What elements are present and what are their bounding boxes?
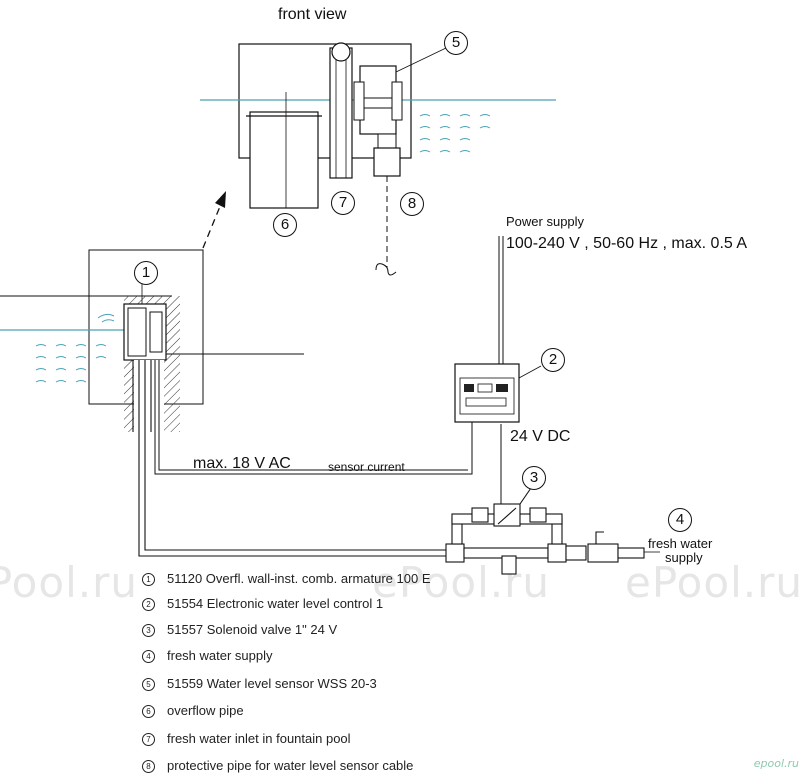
legend-number: 8 bbox=[142, 760, 155, 773]
legend-item: 6 overflow pipe bbox=[142, 703, 244, 721]
legend-item: 5 51559 Water level sensor WSS 20-3 bbox=[142, 676, 377, 694]
legend-item: 7 fresh water inlet in fountain pool bbox=[142, 731, 351, 749]
level-control-box bbox=[454, 363, 542, 423]
dc-voltage-label: 24 V DC bbox=[510, 428, 571, 445]
callout-2: 2 bbox=[541, 348, 565, 372]
legend-text: protective pipe for water level sensor c… bbox=[167, 758, 414, 773]
legend-item: 8 protective pipe for water level sensor … bbox=[142, 758, 413, 776]
fresh-water-supply-label-line1: fresh water bbox=[648, 536, 713, 551]
legend-text: 51554 Electronic water level control 1 bbox=[167, 596, 384, 611]
callout-3: 3 bbox=[522, 466, 546, 490]
callout-7: 7 bbox=[331, 191, 355, 215]
legend-number: 4 bbox=[142, 650, 155, 663]
power-supply-label: Power supply bbox=[506, 214, 585, 229]
sensor-current-label: sensor current bbox=[328, 460, 405, 474]
callout-8: 8 bbox=[400, 192, 424, 216]
power-wiring bbox=[498, 236, 504, 508]
callout-6: 6 bbox=[273, 213, 297, 237]
legend-number: 1 bbox=[142, 573, 155, 586]
ac-voltage-label: max. 18 V AC bbox=[193, 455, 291, 472]
valve-assembly bbox=[445, 487, 645, 575]
legend-number: 3 bbox=[142, 624, 155, 637]
brand-mark: epool.ru bbox=[753, 757, 799, 770]
callout-4: 4 bbox=[668, 508, 692, 532]
legend-item: 2 51554 Electronic water level control 1 bbox=[142, 596, 383, 614]
legend-text: overflow pipe bbox=[167, 703, 244, 718]
legend-number: 7 bbox=[142, 733, 155, 746]
callout-5: 5 bbox=[444, 31, 468, 55]
legend-number: 5 bbox=[142, 678, 155, 691]
legend-text: fresh water inlet in fountain pool bbox=[167, 731, 351, 746]
legend-text: 51120 Overfl. wall-inst. comb. armature … bbox=[167, 571, 431, 586]
legend-number: 6 bbox=[142, 705, 155, 718]
legend-text: 51559 Water level sensor WSS 20-3 bbox=[167, 676, 377, 691]
power-supply-spec: 100-240 V , 50-60 Hz , max. 0.5 A bbox=[506, 235, 748, 252]
legend-item: 4 fresh water supply bbox=[142, 648, 273, 666]
legend-number: 2 bbox=[142, 598, 155, 611]
supply-pipe bbox=[132, 360, 448, 557]
front-view-drawing bbox=[200, 42, 556, 276]
front-view-title: front view bbox=[278, 6, 347, 23]
legend-item: 3 51557 Solenoid valve 1" 24 V bbox=[142, 622, 337, 640]
detail-arrow bbox=[202, 191, 226, 249]
fresh-water-supply-label-line2: supply bbox=[665, 550, 703, 565]
legend-item: 1 51120 Overfl. wall-inst. comb. armature… bbox=[142, 571, 431, 589]
legend-text: 51557 Solenoid valve 1" 24 V bbox=[167, 622, 338, 637]
legend-text: fresh water supply bbox=[167, 648, 273, 663]
callout-1: 1 bbox=[134, 261, 158, 285]
